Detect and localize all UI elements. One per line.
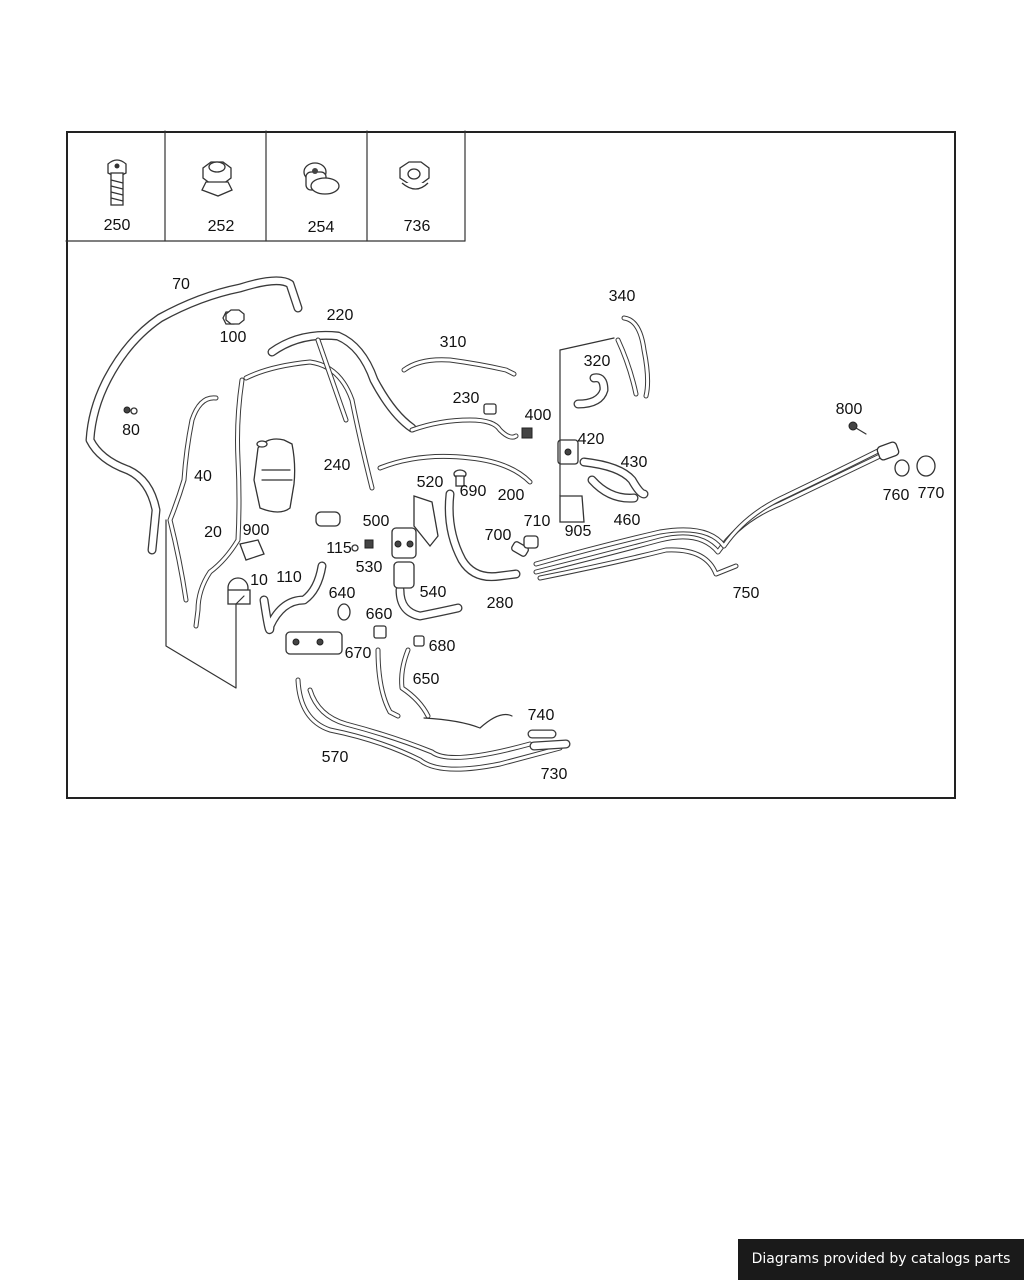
callout-800: 800 bbox=[836, 401, 863, 418]
callout-70: 70 bbox=[172, 276, 190, 293]
callout-310: 310 bbox=[440, 334, 467, 351]
nut-252-icon bbox=[201, 161, 233, 197]
header-label-250: 250 bbox=[104, 217, 131, 234]
callout-730: 730 bbox=[541, 766, 568, 783]
callout-320: 320 bbox=[584, 353, 611, 370]
callout-100: 100 bbox=[220, 329, 247, 346]
callout-640: 640 bbox=[329, 585, 356, 602]
nut-736-icon bbox=[399, 161, 430, 190]
callout-540: 540 bbox=[420, 584, 447, 601]
callout-900: 900 bbox=[243, 522, 270, 539]
callout-460: 460 bbox=[614, 512, 641, 529]
header-label-252: 252 bbox=[208, 218, 235, 235]
callout-20: 20 bbox=[204, 524, 222, 541]
callout-240: 240 bbox=[324, 457, 351, 474]
callout-400: 400 bbox=[525, 407, 552, 424]
callout-750: 750 bbox=[733, 585, 760, 602]
callout-670: 670 bbox=[345, 645, 372, 662]
callout-905: 905 bbox=[565, 523, 592, 540]
header-label-254: 254 bbox=[308, 219, 335, 236]
callout-430: 430 bbox=[621, 454, 648, 471]
callout-40: 40 bbox=[194, 468, 212, 485]
callout-700: 700 bbox=[485, 527, 512, 544]
callout-115: 115 bbox=[326, 540, 352, 557]
callout-230: 230 bbox=[453, 390, 480, 407]
callout-770: 770 bbox=[918, 485, 945, 502]
callout-500: 500 bbox=[363, 513, 390, 530]
callout-520: 520 bbox=[417, 474, 444, 491]
callout-280: 280 bbox=[487, 595, 514, 612]
leader-lines bbox=[165, 337, 615, 689]
callout-340: 340 bbox=[609, 288, 636, 305]
callout-200: 200 bbox=[498, 487, 525, 504]
callout-570: 570 bbox=[322, 749, 349, 766]
callout-690: 690 bbox=[460, 483, 487, 500]
bolt-250-icon bbox=[107, 159, 127, 206]
callout-650: 650 bbox=[413, 671, 440, 688]
diagram-frame bbox=[66, 131, 956, 799]
hose-lines bbox=[85, 276, 887, 772]
callout-740: 740 bbox=[528, 707, 555, 724]
header-grid bbox=[65, 130, 466, 242]
callout-760: 760 bbox=[883, 487, 910, 504]
attribution-banner: Diagrams provided by catalogs parts bbox=[738, 1239, 1024, 1280]
components bbox=[123, 309, 936, 655]
clip-254-icon bbox=[303, 162, 340, 195]
callout-530: 530 bbox=[356, 559, 383, 576]
callout-labels: 70 100 220 310 340 320 80 230 400 420 80… bbox=[122, 276, 944, 783]
callout-10: 10 bbox=[250, 572, 268, 589]
callout-710: 710 bbox=[524, 513, 551, 530]
callout-80: 80 bbox=[122, 422, 140, 439]
callout-680: 680 bbox=[429, 638, 456, 655]
callout-220: 220 bbox=[327, 307, 354, 324]
callout-110: 110 bbox=[276, 569, 302, 586]
callout-420: 420 bbox=[578, 431, 605, 448]
callout-660: 660 bbox=[366, 606, 393, 623]
header-label-736: 736 bbox=[404, 218, 431, 235]
